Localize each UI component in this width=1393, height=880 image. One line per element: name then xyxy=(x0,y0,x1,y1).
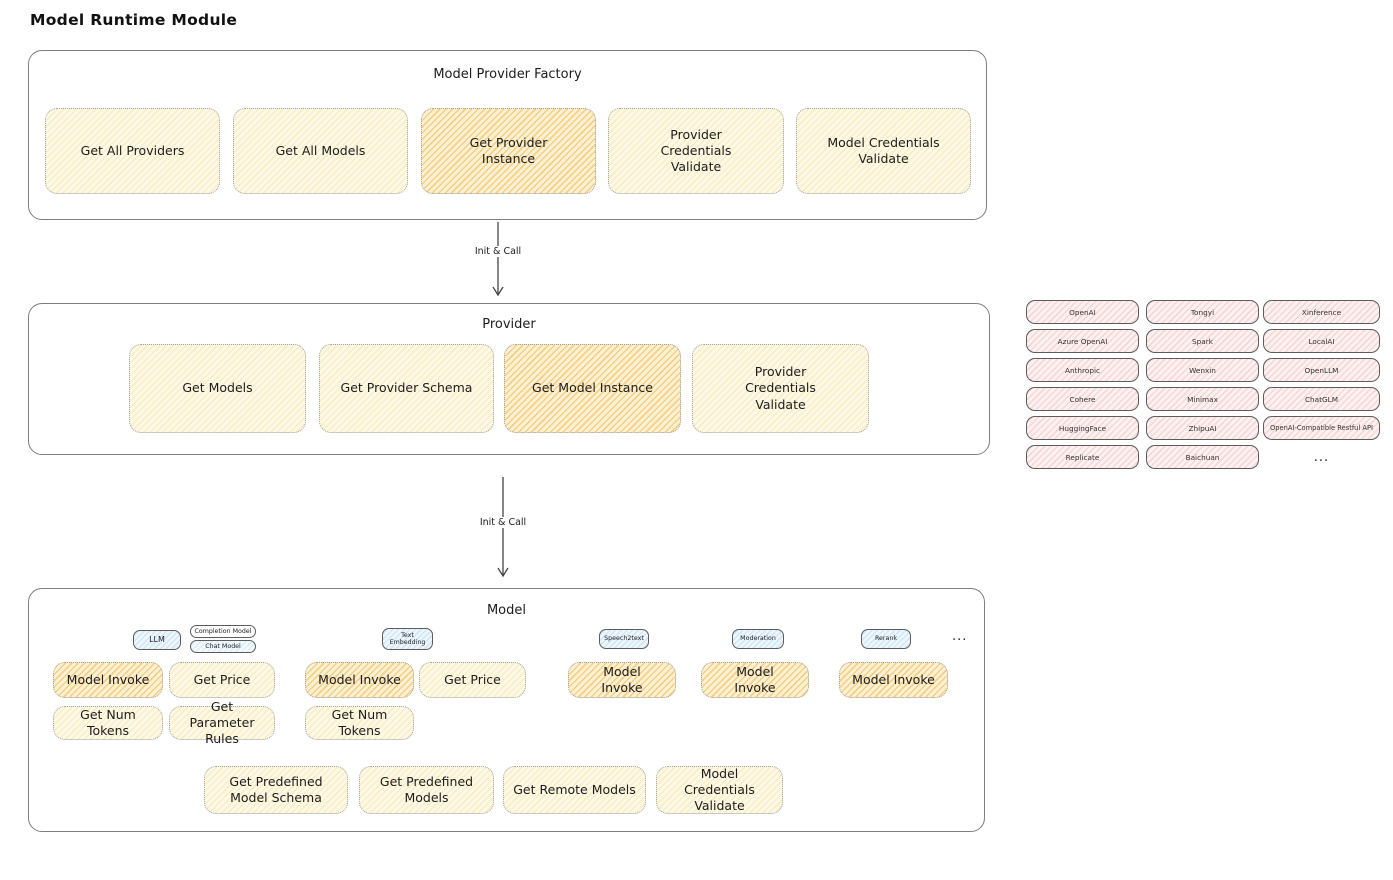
provider-credentials-validate-box: Provider Credentials Validate xyxy=(692,344,869,433)
arrow2-label: Init & Call xyxy=(474,517,532,528)
llm-get-num-tokens-box: Get Num Tokens xyxy=(53,706,163,740)
provider-chip-openai-compatible: OpenAI-Compatible Restful API xyxy=(1263,416,1380,440)
provider-panel: Provider Get Models Get Provider Schema … xyxy=(28,303,1000,469)
rerank-model-invoke-box: Model Invoke xyxy=(839,662,948,698)
text-embedding-get-num-tokens-box: Get Num Tokens xyxy=(305,706,414,740)
factory-get-all-models-box: Get All Models xyxy=(233,108,408,194)
provider-chip-anthropic: Anthropic xyxy=(1026,358,1139,382)
provider-chips-ellipsis: ... xyxy=(1313,449,1330,465)
provider-chip-cohere: Cohere xyxy=(1026,387,1139,411)
moderation-model-invoke-box: Model Invoke xyxy=(701,662,809,698)
provider-chip-localai: LocalAI xyxy=(1263,329,1380,353)
llm-get-parameter-rules-box: Get Parameter Rules xyxy=(169,699,275,746)
tag-completion-model: Completion Model xyxy=(190,625,256,638)
provider-get-models-box: Get Models xyxy=(129,344,306,433)
factory-get-all-providers-box: Get All Providers xyxy=(45,108,220,194)
provider-chip-tongyi: Tongyi xyxy=(1146,300,1259,324)
provider-chip-minimax: Minimax xyxy=(1146,387,1259,411)
factory-panel-title: Model Provider Factory xyxy=(433,67,582,82)
provider-chip-azure-openai: Azure OpenAI xyxy=(1026,329,1139,353)
tag-speech2text: Speech2text xyxy=(599,629,649,649)
provider-chip-chatglm: ChatGLM xyxy=(1263,387,1380,411)
provider-panel-title: Provider xyxy=(482,317,536,332)
get-predefined-models-box: Get Predefined Models xyxy=(359,766,494,814)
text-embedding-get-price-box: Get Price xyxy=(419,662,526,698)
provider-chip-xinference: Xinference xyxy=(1263,300,1380,324)
provider-chip-openai: OpenAI xyxy=(1026,300,1139,324)
tag-chat-model: Chat Model xyxy=(190,640,256,653)
provider-chip-spark: Spark xyxy=(1146,329,1259,353)
factory-model-credentials-validate-box: Model Credentials Validate xyxy=(796,108,971,194)
text-embedding-model-invoke-box: Model Invoke xyxy=(305,662,414,698)
arrow-factory-to-provider xyxy=(492,222,504,297)
provider-chip-huggingface: HuggingFace xyxy=(1026,416,1139,440)
llm-get-price-box: Get Price xyxy=(169,662,275,698)
model-panel-title: Model xyxy=(486,603,527,618)
diagram-title: Model Runtime Module xyxy=(30,11,238,29)
provider-get-model-instance-box: Get Model Instance xyxy=(504,344,681,433)
provider-chip-baichuan: Baichuan xyxy=(1146,445,1259,469)
factory-get-provider-instance-box: Get Provider Instance xyxy=(421,108,596,194)
tag-rerank: Rerank xyxy=(861,629,911,649)
llm-model-invoke-box: Model Invoke xyxy=(53,662,163,698)
model-panel: Model LLM Completion Model Chat Model Te… xyxy=(28,588,995,846)
model-tags-ellipsis: ... xyxy=(952,629,968,644)
model-credentials-validate-box: Model Credentials Validate xyxy=(656,766,783,814)
get-remote-models-box: Get Remote Models xyxy=(503,766,646,814)
speech2text-model-invoke-box: Model Invoke xyxy=(568,662,676,698)
arrow1-label: Init & Call xyxy=(469,246,527,257)
model-provider-factory-panel: Model Provider Factory Get All Providers… xyxy=(28,50,991,226)
get-predefined-model-schema-box: Get Predefined Model Schema xyxy=(204,766,348,814)
factory-provider-credentials-validate-box: Provider Credentials Validate xyxy=(608,108,784,194)
provider-chip-openllm: OpenLLM xyxy=(1263,358,1380,382)
tag-llm: LLM xyxy=(133,630,181,650)
tag-moderation: Moderation xyxy=(732,629,784,649)
provider-chip-wenxin: Wenxin xyxy=(1146,358,1259,382)
provider-chip-replicate: Replicate xyxy=(1026,445,1139,469)
provider-chip-zhipuai: ZhipuAI xyxy=(1146,416,1259,440)
arrow-provider-to-model xyxy=(497,477,509,578)
provider-get-provider-schema-box: Get Provider Schema xyxy=(319,344,494,433)
tag-text-embedding: Text Embedding xyxy=(382,628,433,650)
